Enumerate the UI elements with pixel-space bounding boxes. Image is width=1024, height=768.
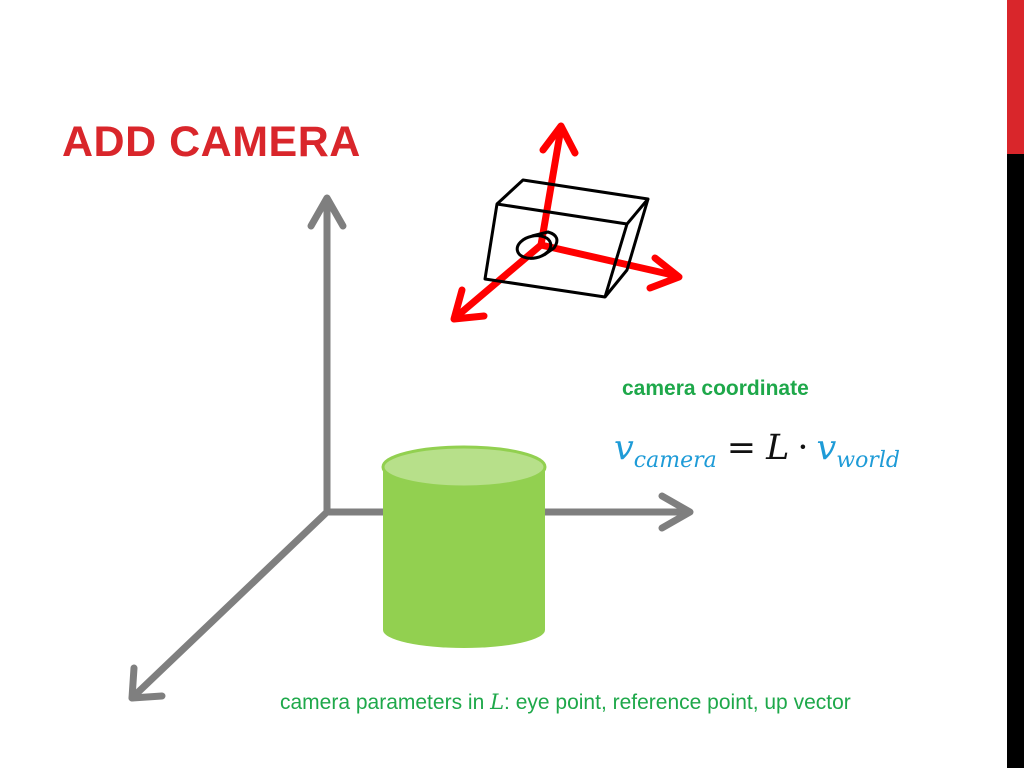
camera-parameters-caption: camera parameters in L: eye point, refer…	[280, 690, 851, 715]
transform-equation: vcamera=L·vworld	[614, 428, 900, 473]
equation-dot: ·	[797, 428, 809, 468]
caption-math: L	[490, 690, 505, 714]
camera-axis-forward-arrowhead	[450, 286, 488, 323]
accent-bar-black	[1007, 154, 1024, 768]
camera-axis-up-arrowhead	[539, 122, 579, 157]
equation-equals: =	[726, 428, 757, 468]
world-axis-z-arrowhead	[128, 664, 166, 702]
camera-box-top	[495, 178, 650, 225]
caption-suffix: : eye point, reference point, up vector	[504, 691, 851, 714]
equation-lhs-var: v	[614, 428, 634, 468]
equation-matrix: L	[766, 428, 790, 468]
accent-bar-red	[1007, 0, 1024, 154]
cylinder-body	[383, 467, 545, 648]
camera-axis-right-arrowhead	[646, 254, 683, 292]
caption-prefix: camera parameters in	[280, 691, 491, 714]
world-axis-y-arrowhead	[307, 194, 347, 230]
equation-lhs-sub: camera	[633, 448, 717, 473]
world-axis-z	[128, 508, 331, 702]
cylinder-object	[381, 445, 547, 648]
camera-coordinate-label: camera coordinate	[622, 377, 809, 400]
equation-rhs-var: v	[816, 428, 837, 468]
camera-axis-right	[537, 241, 681, 280]
equation-rhs-sub: world	[836, 448, 900, 473]
cylinder-top	[381, 445, 547, 489]
slide-title: ADD CAMERA	[62, 118, 361, 166]
camera-lens-barrel	[531, 230, 559, 257]
camera-lens	[515, 234, 553, 260]
camera-box-side	[603, 198, 650, 298]
camera-icon	[483, 178, 650, 299]
world-axis-x-arrowhead	[658, 492, 694, 532]
camera-axis-up	[537, 124, 565, 249]
